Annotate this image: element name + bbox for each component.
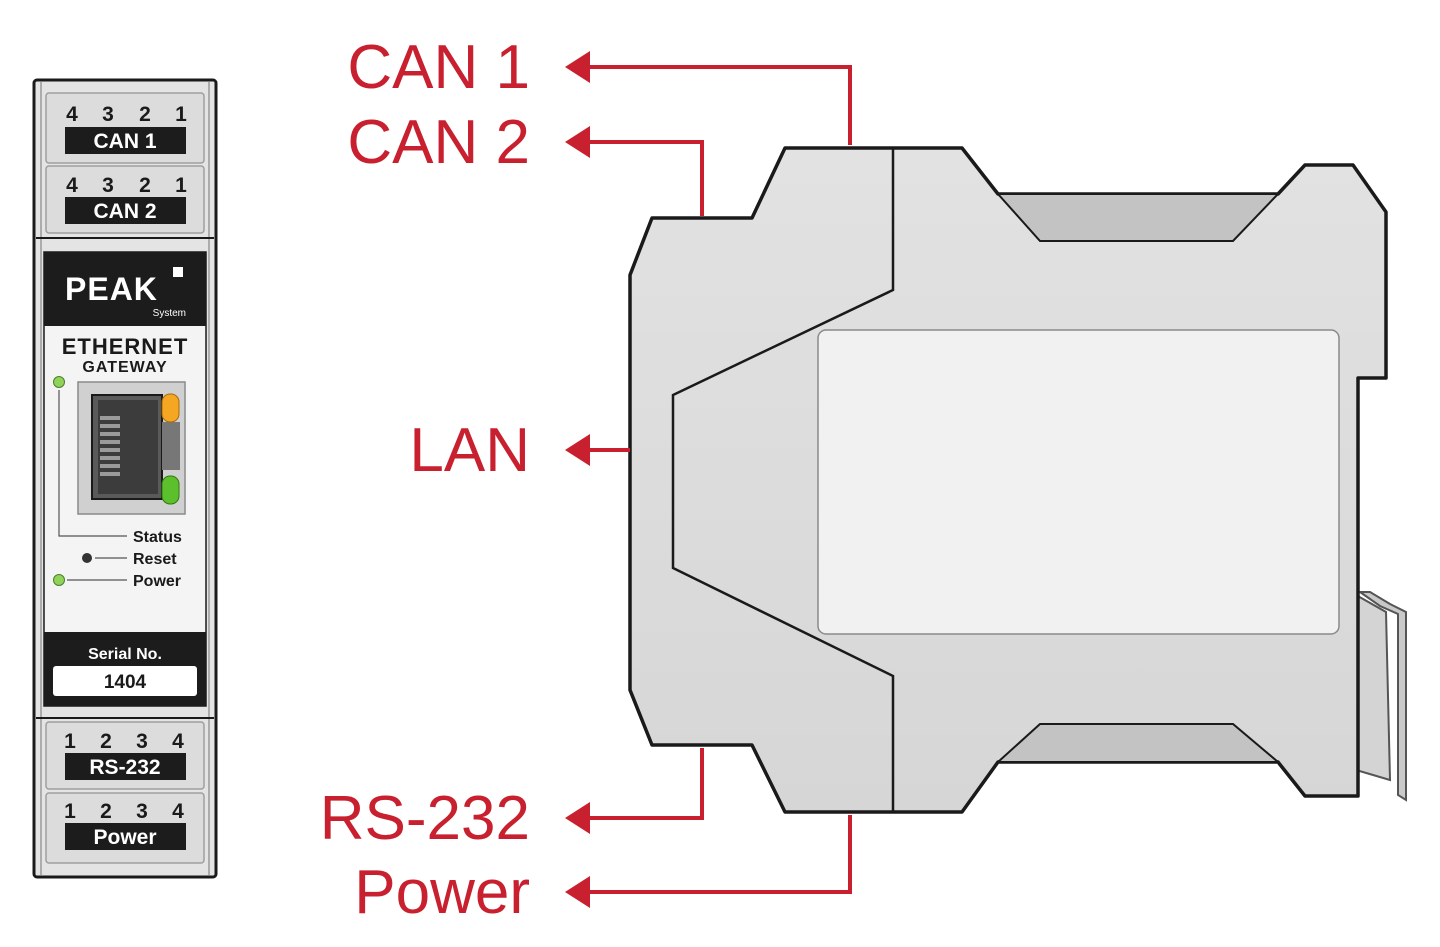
power-plate-label: Power [93, 826, 156, 849]
lan-label: LAN [409, 416, 530, 485]
power-arrow-icon [565, 876, 590, 908]
logo-brand: PEAK [65, 271, 158, 307]
power-connector: 1 2 3 4 Power [45, 792, 205, 864]
peak-logo: PEAK System [44, 252, 206, 326]
serial-label: Serial No. [88, 646, 162, 663]
power-led-icon [53, 574, 65, 586]
side-view [628, 146, 1407, 814]
can2-arrow-icon [565, 126, 590, 158]
can2-connector: 4 3 2 1 CAN 2 [45, 165, 205, 234]
status-led-icon [53, 376, 65, 388]
can2-pin: 1 [175, 174, 187, 197]
can1-pin: 1 [175, 103, 187, 126]
power-pin: 2 [100, 800, 112, 823]
power-pin: 4 [172, 800, 184, 823]
power-label: Power [133, 573, 181, 590]
can2-pin: 3 [102, 174, 114, 197]
rs232-arrow-icon [565, 802, 590, 834]
power-pin: 3 [136, 800, 148, 823]
can2-plate-label: CAN 2 [93, 200, 156, 223]
rs232-label: RS-232 [320, 784, 530, 853]
can2-pin: 2 [139, 174, 151, 197]
reset-label: Reset [133, 551, 177, 568]
logo-sub: System [153, 308, 186, 319]
can1-arrow-icon [565, 51, 590, 83]
product-line2: GATEWAY [82, 359, 167, 376]
rs232-pin: 2 [100, 730, 112, 753]
can1-connector: 4 3 2 1 CAN 1 [45, 92, 205, 164]
serial-number: 1404 [104, 672, 147, 693]
annotations: CAN 1 CAN 2 LAN RS-232 Power [320, 33, 852, 927]
lan-arrow-icon [565, 434, 590, 466]
status-label: Status [133, 529, 182, 546]
rs232-pin: 1 [64, 730, 76, 753]
power-annotation-label: Power [354, 858, 530, 927]
rs232-connector: 1 2 3 4 RS-232 [45, 721, 205, 790]
port-activity-led-icon [161, 393, 180, 423]
rs232-pin: 4 [172, 730, 184, 753]
power-pin: 1 [64, 800, 76, 823]
can1-label: CAN 1 [347, 33, 530, 102]
can2-label: CAN 2 [347, 108, 530, 177]
can1-plate-label: CAN 1 [93, 130, 156, 153]
can1-pin: 4 [66, 103, 78, 126]
front-panel: 4 3 2 1 CAN 1 4 3 2 1 CAN 2 PEAK System [32, 78, 218, 879]
product-line1: ETHERNET [62, 334, 189, 359]
port-link-led-icon [161, 475, 180, 505]
reset-button-icon [82, 553, 92, 563]
can1-pin: 3 [102, 103, 114, 126]
can2-pin: 4 [66, 174, 78, 197]
serial-plate: Serial No. 1404 [44, 632, 206, 706]
rs232-pin: 3 [136, 730, 148, 753]
ethernet-port-icon [77, 381, 186, 515]
can1-pin: 2 [139, 103, 151, 126]
rs232-plate-label: RS-232 [89, 756, 160, 779]
